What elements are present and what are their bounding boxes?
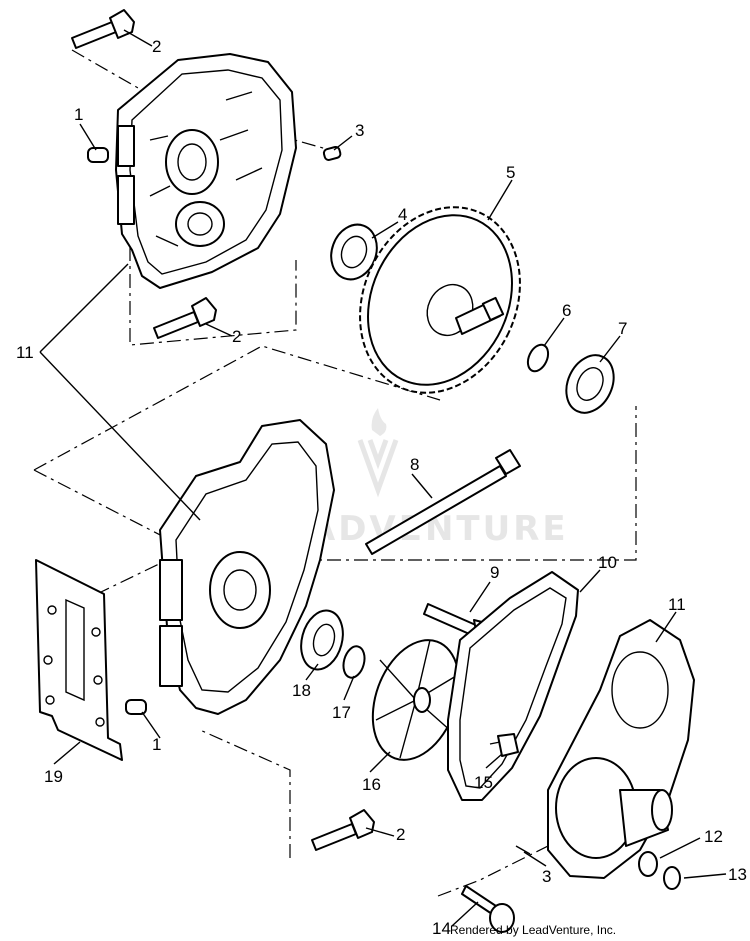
callout-10: 10 [598, 553, 617, 572]
callout-18: 18 [292, 681, 311, 700]
washer-17 [342, 645, 366, 679]
bearing-7 [565, 354, 615, 414]
callout-3: 3 [542, 867, 551, 886]
callout-14: 14 [432, 919, 451, 938]
callout-labels: 1 2 3 4 5 2 6 7 11 8 9 10 11 18 17 1 16 … [16, 37, 747, 938]
ring-6 [526, 343, 550, 373]
leader-lines [39, 29, 727, 927]
callout-15: 15 [474, 773, 493, 792]
screw-15 [489, 733, 519, 757]
callout-13: 13 [728, 865, 747, 884]
callout-8: 8 [410, 455, 419, 474]
callout-1: 1 [152, 735, 161, 754]
lower-housing [159, 419, 335, 715]
seal-18 [300, 609, 344, 671]
screw-13 [663, 866, 681, 890]
washer-12 [638, 851, 658, 877]
callout-2: 2 [396, 825, 405, 844]
impeller-16 [371, 639, 461, 761]
callout-16: 16 [362, 775, 381, 794]
callout-3: 3 [355, 121, 364, 140]
bolt-8 [365, 449, 521, 555]
callout-9: 9 [490, 563, 499, 582]
callout-19: 19 [44, 767, 63, 786]
callout-12: 12 [704, 827, 723, 846]
pump-cover-11 [547, 619, 695, 879]
callout-17: 17 [332, 703, 351, 722]
screw-2-mid [153, 297, 217, 339]
dowel-pin-upper [87, 147, 109, 163]
callout-2: 2 [152, 37, 161, 56]
gasket-19 [35, 559, 123, 761]
screw-2-top [71, 9, 135, 49]
upper-case-cover [115, 53, 297, 289]
callout-5: 5 [506, 163, 515, 182]
screw-14 [461, 885, 515, 933]
callout-11: 11 [668, 595, 686, 614]
callout-7: 7 [618, 319, 627, 338]
callout-1: 1 [74, 105, 83, 124]
callout-6: 6 [562, 301, 571, 320]
gear-5 [359, 206, 521, 394]
pin-3-lower [515, 845, 531, 855]
callout-2: 2 [232, 327, 241, 346]
gasket-10 [447, 571, 579, 801]
pin-3-upper [322, 145, 342, 161]
screw-2-lower [311, 809, 375, 851]
render-credit: Rendered by LeadVenture, Inc. [450, 923, 616, 937]
callout-4: 4 [398, 205, 407, 224]
callout-11: 11 [16, 343, 34, 362]
dowel-pin-lower [125, 699, 147, 715]
